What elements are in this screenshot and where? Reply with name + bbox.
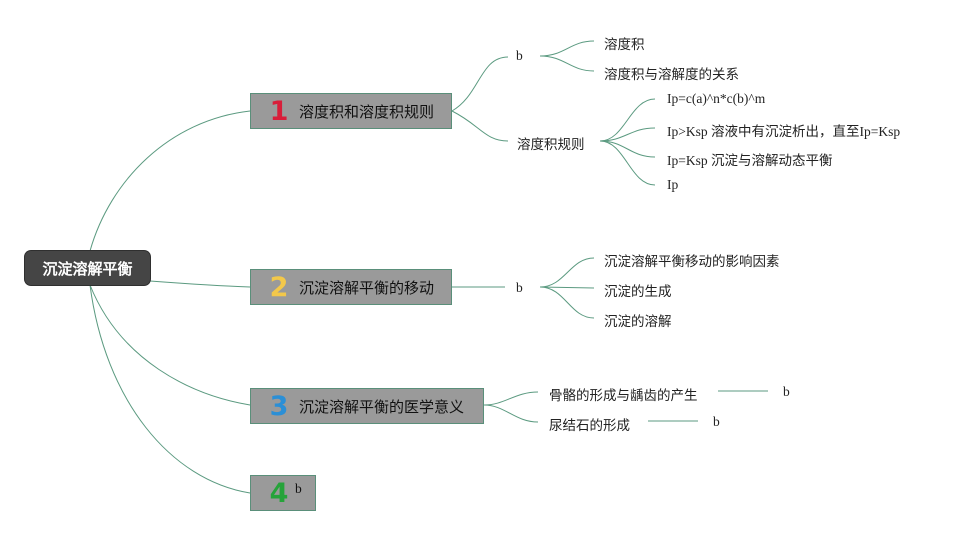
leaf-dissolution[interactable]: 沉淀的溶解: [604, 314, 672, 330]
connector-b2-leaf1: [539, 257, 595, 288]
number-badge-4: 4: [269, 477, 289, 509]
connector-b3-leaf2: [483, 404, 539, 423]
connector-rule-leaf1: [599, 98, 656, 142]
branch-node-2[interactable]: 2 沉淀溶解平衡的移动: [250, 269, 452, 305]
leaf-factors[interactable]: 沉淀溶解平衡移动的影响因素: [604, 254, 780, 270]
branch-node-1[interactable]: 1 溶度积和溶度积规则: [250, 93, 452, 129]
root-label: 沉淀溶解平衡: [42, 259, 133, 278]
connector-rule-leaf4: [599, 140, 656, 186]
leaf-ip-greater[interactable]: Ip>Ksp 溶液中有沉淀析出，直至Ip=Ksp: [667, 124, 901, 139]
connector-b3-leaf1: [483, 391, 539, 406]
subnode-b2-b[interactable]: b: [516, 280, 523, 295]
branch-label-4: b: [295, 481, 302, 496]
branch-label-2: 沉淀溶解平衡的移动: [299, 278, 435, 297]
connector-rule-leaf3: [599, 140, 656, 158]
leaf-formation[interactable]: 沉淀的生成: [604, 284, 672, 300]
connector-b2-leaf3: [539, 286, 595, 319]
leaf-bone-b[interactable]: b: [783, 384, 790, 399]
connector-b-leaf1: [539, 40, 595, 57]
leaf-ip[interactable]: Ip: [667, 177, 679, 192]
branch-node-4[interactable]: 4 b: [250, 475, 316, 511]
leaf-ip-equal[interactable]: Ip=Ksp 沉淀与溶解动态平衡: [667, 153, 833, 168]
subnode-b1-b[interactable]: b: [516, 48, 523, 63]
branch-node-3[interactable]: 3 沉淀溶解平衡的医学意义: [250, 388, 484, 424]
connector-b2-leaf2: [539, 286, 595, 289]
connector-root-branch-3: [89, 284, 251, 406]
connector-root-branch-1: [89, 110, 251, 252]
connector-rule-leaf2: [599, 127, 656, 142]
connector-root-branch-2: [149, 280, 251, 288]
subnode-ksp-rule[interactable]: 溶度积规则: [517, 137, 585, 153]
branch-label-1: 溶度积和溶度积规则: [299, 102, 435, 121]
connector-b1-rule: [451, 110, 509, 142]
root-node[interactable]: 沉淀溶解平衡: [25, 251, 150, 285]
leaf-ip-formula[interactable]: Ip=c(a)^n*c(b)^m: [667, 91, 766, 106]
number-badge-2: 2: [269, 271, 289, 303]
number-badge-3: 3: [269, 390, 289, 422]
leaf-ksp-solubility[interactable]: 溶度积与溶解度的关系: [604, 67, 739, 83]
leaf-stone-b[interactable]: b: [713, 414, 720, 429]
branch-label-3: 沉淀溶解平衡的医学意义: [299, 397, 465, 416]
number-badge-1: 1: [269, 95, 289, 127]
subnode-bone-caries[interactable]: 骨骼的形成与龋齿的产生: [549, 388, 698, 404]
leaf-ksp[interactable]: 溶度积: [604, 37, 645, 53]
connector-b-leaf2: [539, 55, 595, 72]
subnode-kidney-stone[interactable]: 尿结石的形成: [549, 418, 630, 434]
connector-root-branch-4: [89, 284, 251, 494]
connector-b1-b: [451, 56, 509, 112]
